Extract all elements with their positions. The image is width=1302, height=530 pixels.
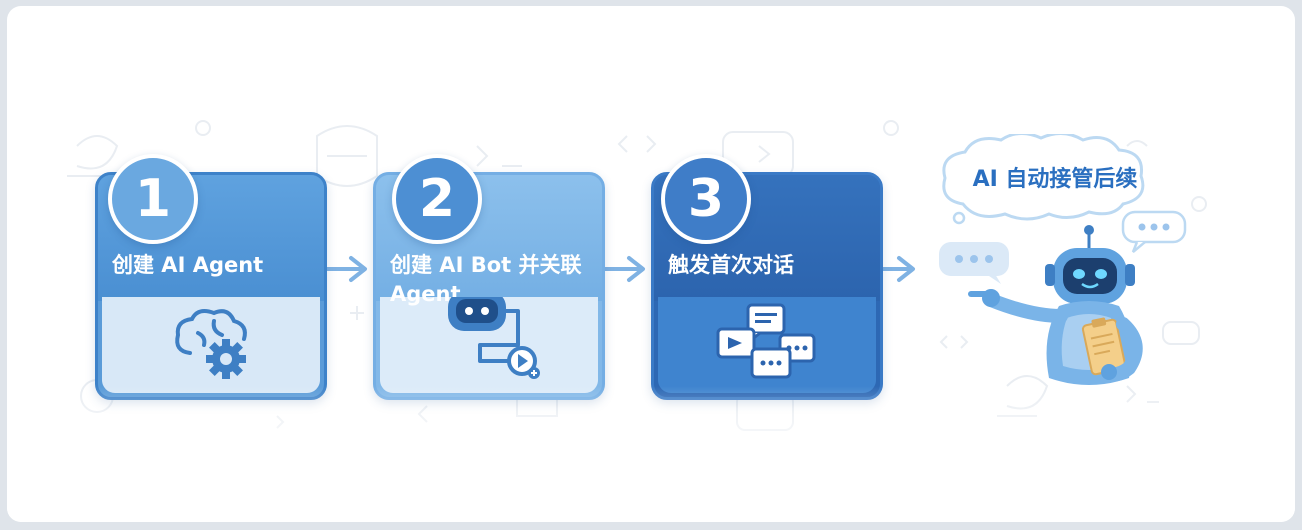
robot-workflow-icon bbox=[448, 297, 540, 379]
step-card-2: 创建 AI Bot 并关联 Agent bbox=[373, 172, 605, 400]
arrow-right-icon bbox=[603, 256, 645, 282]
arrow-right-icon bbox=[325, 256, 367, 282]
step-number-badge: 1 bbox=[108, 154, 198, 244]
diagram-canvas: 创建 AI Agent 1 bbox=[7, 6, 1295, 522]
thought-bubble bbox=[942, 134, 1145, 225]
step-label: 创建 AI Bot 并关联 Agent bbox=[390, 253, 582, 306]
step-label: 创建 AI Agent bbox=[112, 253, 264, 277]
step-label: 触发首次对话 bbox=[668, 253, 794, 277]
step-number-badge: 3 bbox=[661, 154, 751, 244]
robot-pointing-icon bbox=[939, 210, 1187, 385]
chat-bubbles-icon bbox=[716, 303, 816, 379]
final-step-label: AI 自动接管后续 bbox=[972, 167, 1138, 192]
brain-gear-icon bbox=[175, 309, 247, 379]
step-number-badge: 2 bbox=[392, 154, 482, 244]
